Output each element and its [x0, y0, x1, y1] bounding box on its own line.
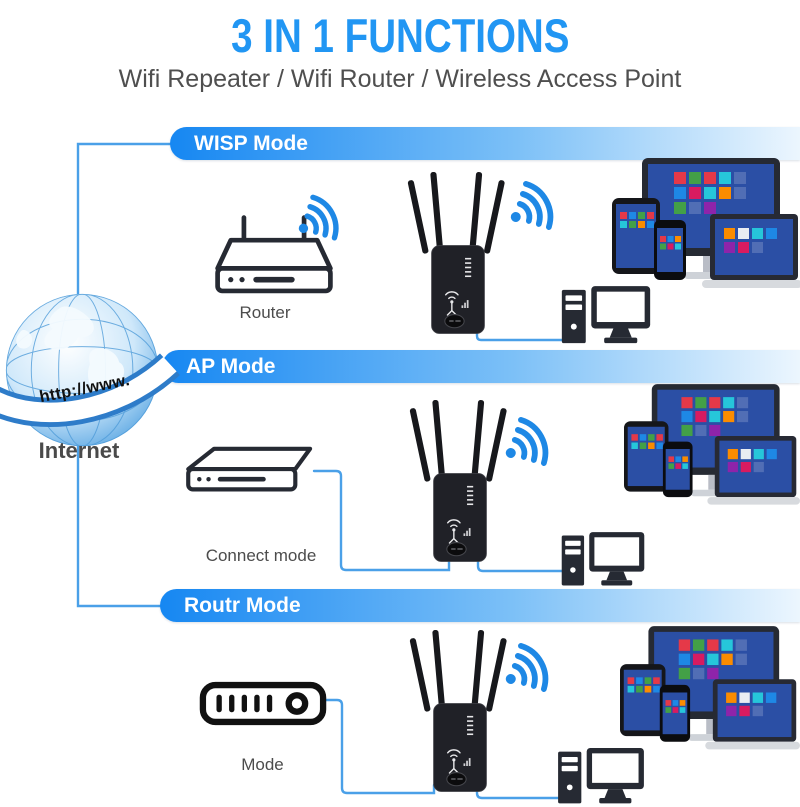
desktop-computer-icon-ap: [561, 532, 645, 586]
banner-routr-mode-label: Routr Mode: [184, 594, 301, 617]
banner-ap-mode: AP Mode: [162, 350, 800, 383]
devices-cluster-icon-wisp: [612, 158, 800, 288]
banner-wisp-mode: WISP Mode: [170, 127, 800, 160]
page-title: 3 IN 1 FUNCTIONS: [230, 9, 570, 62]
router-label: Router: [239, 303, 291, 322]
repeater-icon-wisp: [406, 171, 506, 335]
internet-label: Internet: [38, 438, 120, 463]
line-ap-repeater-to-desktop: [476, 554, 567, 573]
mode-label: Mode: [241, 755, 284, 774]
modem-icon: [200, 682, 326, 725]
repeater-icon-routr: [408, 629, 508, 793]
repeater-icon-ap: [408, 399, 508, 563]
devices-cluster-icon-routr: [620, 626, 800, 750]
line-wisp-repeater-to-desktop: [475, 323, 568, 342]
line-routr-modem-to-repeater: [324, 698, 436, 795]
page-subtitle: Wifi Repeater / Wifi Router / Wireless A…: [118, 65, 682, 93]
desktop-computer-icon-routr: [558, 748, 644, 804]
connect-box-icon: [186, 446, 316, 494]
line-routr-repeater-to-desktop: [475, 784, 562, 800]
banner-ap-mode-label: AP Mode: [186, 355, 276, 378]
devices-cluster-icon-ap: [624, 384, 800, 505]
desktop-computer-icon-wisp: [561, 286, 651, 344]
header: 3 IN 1 FUNCTIONS Wifi Repeater / Wifi Ro…: [0, 8, 800, 94]
connect-mode-label: Connect mode: [205, 546, 317, 565]
banner-routr-mode: Routr Mode: [160, 589, 800, 622]
banner-wisp-mode-label: WISP Mode: [194, 132, 308, 155]
line-ap-box-to-repeater: [312, 469, 451, 572]
